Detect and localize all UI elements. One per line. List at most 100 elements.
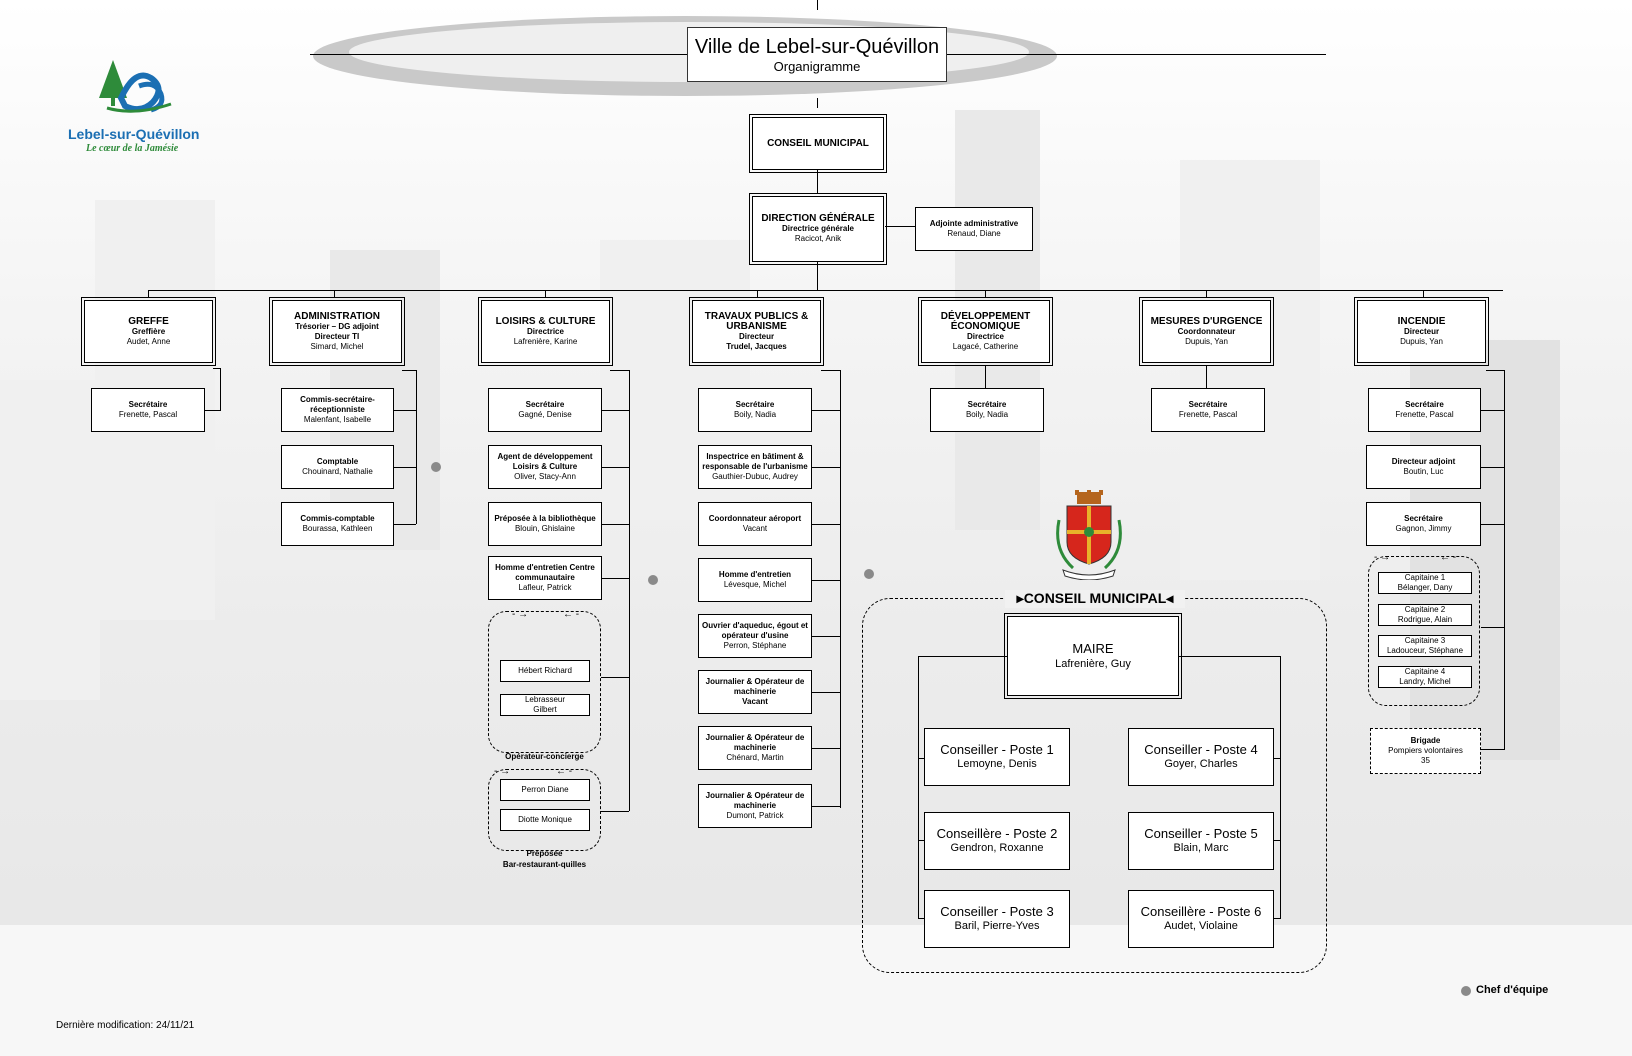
logo-name: Lebel-sur-Quévillon xyxy=(68,126,200,142)
brigade-count: 35 xyxy=(1421,756,1430,765)
staff-box: Commis-comptable Bourassa, Kathleen xyxy=(281,502,394,546)
staff-name: Frenette, Pascal xyxy=(1178,410,1238,419)
connector xyxy=(601,811,629,812)
staff-box: Journalier & Opérateur de machinerie Dum… xyxy=(698,784,812,828)
dept-greffe: GREFFE Greffière Audet, Anne xyxy=(81,297,216,366)
connector xyxy=(1481,749,1504,750)
councillor-box: Conseiller - Poste 4 Goyer, Charles xyxy=(1128,728,1274,786)
staff-name: Chénard, Martin xyxy=(726,753,784,762)
staff-name: Malenfant, Isabelle xyxy=(303,415,372,424)
captain-role: Capitaine 4 xyxy=(1404,667,1446,676)
dept-name: Dupuis, Yan xyxy=(1400,336,1443,346)
arrow-right-icon: - → xyxy=(494,766,511,777)
brigade-box: Brigade Pompiers volontaires 35 xyxy=(1370,728,1481,774)
connector xyxy=(601,677,629,678)
connector xyxy=(821,370,840,371)
group-caption: Opérateur-concierge xyxy=(505,752,584,761)
staff-role: Journalier & Opérateur de machinerie xyxy=(705,733,805,752)
adjointe-box: Adjointe administrative Renaud, Diane xyxy=(915,207,1033,251)
staff-box: Homme d'entretien Lévesque, Michel xyxy=(698,558,812,602)
staff-role: Journalier & Opérateur de machinerie xyxy=(705,791,805,810)
connector xyxy=(918,758,924,759)
adjointe-name: Renaud, Diane xyxy=(947,229,1001,238)
connector xyxy=(1206,366,1207,388)
group-caption: Préposée xyxy=(526,849,563,858)
staff-box: Journalier & Opérateur de machinerie Ché… xyxy=(698,726,812,770)
dept-rail xyxy=(148,290,1503,291)
dept-title: GREFFE xyxy=(128,315,169,327)
connector xyxy=(602,578,629,579)
dept-name: Dupuis, Yan xyxy=(1185,336,1228,346)
staff-role: Homme d'entretien Centre communautaire xyxy=(495,563,595,582)
connector xyxy=(918,918,924,919)
dept-name: Trudel, Jacques xyxy=(726,341,787,351)
staff-name: Boutin, Luc xyxy=(1403,467,1444,476)
staff-box: Inspectrice en bâtiment & responsable de… xyxy=(698,445,812,489)
connector xyxy=(1504,370,1505,750)
councillor-name: Gendron, Roxanne xyxy=(950,842,1044,854)
connector xyxy=(812,580,840,581)
captain-role: Capitaine 2 xyxy=(1404,605,1446,614)
staff-box: Journalier & Opérateur de machinerie Vac… xyxy=(698,670,812,714)
connector xyxy=(394,524,416,525)
connector xyxy=(817,262,818,290)
page-subtitle: Organigramme xyxy=(773,58,861,74)
mayor-name: Lafrenière, Guy xyxy=(1055,658,1131,670)
connector xyxy=(985,290,986,298)
staff-box: Secrétaire Frenette, Pascal xyxy=(1151,388,1265,432)
staff-name: Blouin, Ghislaine xyxy=(514,524,576,533)
connector xyxy=(213,368,221,369)
bg-building xyxy=(1180,160,1320,580)
connector xyxy=(416,370,417,524)
page-title: Ville de Lebel-sur-Quévillon xyxy=(694,35,940,58)
connector xyxy=(610,370,629,371)
dept-travaux: TRAVAUX PUBLICS & URBANISME Directeur Tr… xyxy=(689,297,824,366)
councillor-post: Conseiller - Poste 1 xyxy=(940,742,1054,757)
group-concierge xyxy=(488,611,601,753)
brigade-title: Brigade xyxy=(1410,736,1441,745)
mayor-title: MAIRE xyxy=(1072,641,1114,656)
staff-role: Inspectrice en bâtiment & responsable de… xyxy=(702,452,808,471)
staff-role: Secrétaire xyxy=(967,400,1007,409)
direction-box: DIRECTION GÉNÉRALE Directrice générale R… xyxy=(749,193,887,265)
staff-box: Secrétaire Boily, Nadia xyxy=(698,388,812,432)
connector xyxy=(629,370,630,811)
dept-role: Directrice xyxy=(527,326,564,336)
councillor-post: Conseillère - Poste 6 xyxy=(1140,904,1262,919)
councillor-box: Conseillère - Poste 6 Audet, Violaine xyxy=(1128,890,1274,948)
connector xyxy=(1481,524,1504,525)
councillor-name: Blain, Marc xyxy=(1173,842,1229,854)
captain-box: Capitaine 1 Bélanger, Dany xyxy=(1378,572,1472,594)
captain-name: Ladouceur, Stéphane xyxy=(1386,646,1464,655)
staff-role: Commis-comptable xyxy=(300,514,375,523)
connector xyxy=(812,410,840,411)
councillor-box: Conseillère - Poste 2 Gendron, Roxanne xyxy=(924,812,1070,870)
title-box: Ville de Lebel-sur-Quévillon Organigramm… xyxy=(687,27,947,82)
councillor-name: Lemoyne, Denis xyxy=(957,758,1037,770)
staff-role: Commis-secrétaire-réceptionniste xyxy=(300,395,375,414)
group-caption: Bar-restaurant-quilles xyxy=(502,860,587,869)
connector xyxy=(817,0,818,10)
staff-name: Gagnon, Jimmy xyxy=(1395,524,1452,533)
connector xyxy=(402,370,416,371)
staff-name: Lafleur, Patrick xyxy=(518,583,572,592)
councillor-box: Conseiller - Poste 1 Lemoyne, Denis xyxy=(924,728,1070,786)
connector xyxy=(1280,656,1281,919)
connector xyxy=(985,366,986,388)
dept-name: Simard, Michel xyxy=(310,341,364,351)
connector xyxy=(812,748,840,749)
connector xyxy=(1423,290,1424,298)
staff-box: Secrétaire Gagnon, Jimmy xyxy=(1366,502,1481,546)
connector xyxy=(1481,627,1504,628)
connector xyxy=(1481,467,1504,468)
connector xyxy=(918,840,924,841)
dept-loisirs: LOISIRS & CULTURE Directrice Lafrenière,… xyxy=(478,297,613,366)
dept-title: LOISIRS & CULTURE xyxy=(495,315,596,327)
captain-name: Rodrigue, Alain xyxy=(1397,615,1453,624)
council-top-title: CONSEIL MUNICIPAL xyxy=(767,137,869,149)
dept-title: INCENDIE xyxy=(1397,315,1446,327)
connector xyxy=(817,170,818,194)
staff-name: Gagné, Denise xyxy=(518,410,572,419)
connector xyxy=(918,656,919,919)
team-lead-dot-icon xyxy=(648,575,658,585)
